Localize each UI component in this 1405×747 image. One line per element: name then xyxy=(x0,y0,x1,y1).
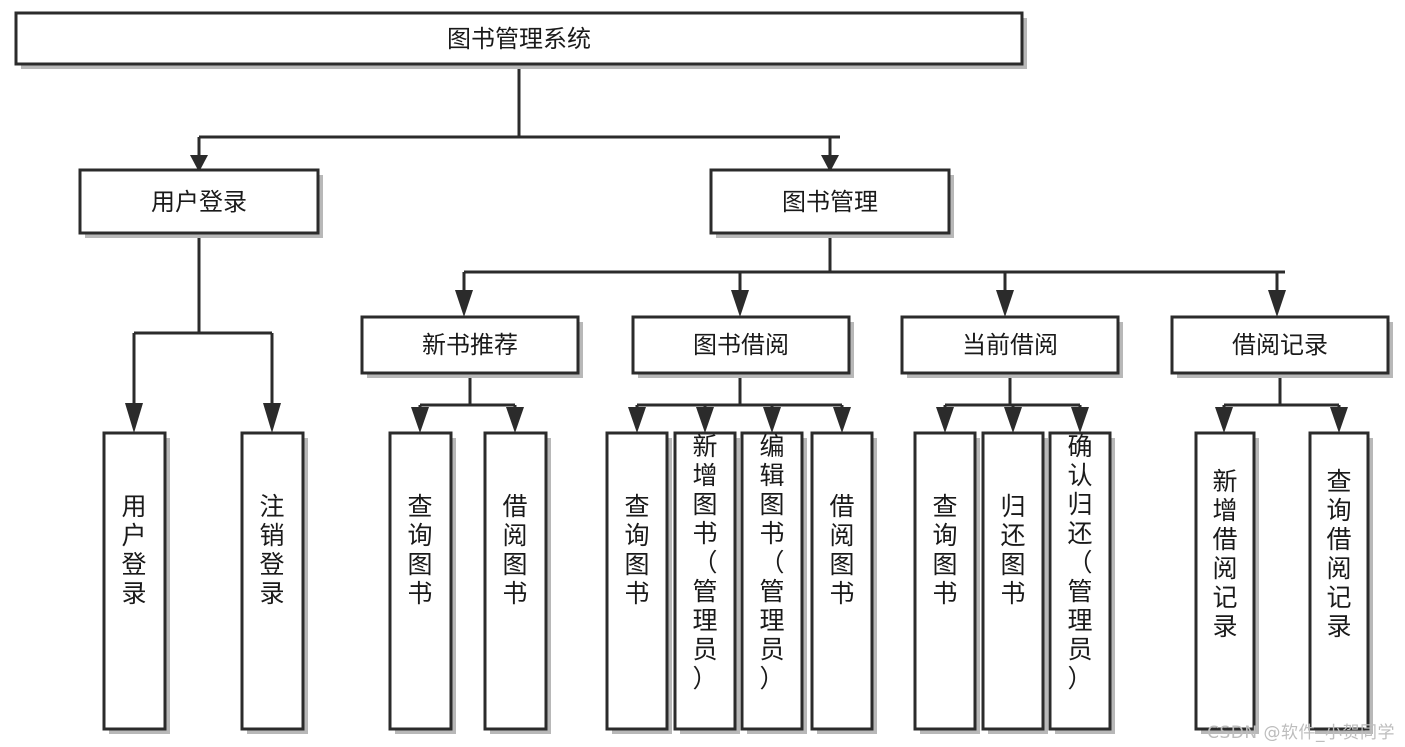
arrow-to-leaf-query-book-3 xyxy=(936,407,954,433)
arrow-root-to-user-login xyxy=(190,155,208,172)
node-leaf-borrow-book-1[interactable]: 借阅图书 xyxy=(483,431,551,734)
node-leaf-query-book-2-label: 查询图书 xyxy=(624,492,649,608)
arrow-to-leaf-query-book-1 xyxy=(411,407,429,433)
node-new-book-label: 新书推荐 xyxy=(422,331,518,359)
node-leaf-borrow-book-2-box xyxy=(810,431,874,731)
arrow-to-leaf-borrow-book-2 xyxy=(833,407,851,433)
node-leaf-query-record-label: 查询借阅记录 xyxy=(1326,467,1351,641)
arrow-to-leaf-logout xyxy=(263,403,281,433)
arrow-to-borrow xyxy=(731,290,749,317)
node-leaf-query-book-2[interactable]: 查询图书 xyxy=(605,431,672,734)
node-leaf-query-book-2-box xyxy=(605,431,669,731)
node-leaf-user-login[interactable]: 用户登录 xyxy=(102,431,170,734)
node-leaf-query-book-1[interactable]: 查询图书 xyxy=(388,431,456,734)
node-borrow-label: 图书借阅 xyxy=(693,331,789,359)
arrow-to-leaf-edit-book xyxy=(763,407,781,433)
node-leaf-add-book[interactable]: 新增图书（管理员） xyxy=(673,431,740,734)
node-leaf-edit-book-box xyxy=(740,431,804,731)
node-leaf-borrow-book-2-label: 借阅图书 xyxy=(829,492,854,608)
node-leaf-confirm-return-label: 确认归还（管理员） xyxy=(1067,432,1092,693)
node-root-label: 图书管理系统 xyxy=(447,25,591,53)
node-leaf-logout-label: 注销登录 xyxy=(259,492,284,608)
node-book-manage-label: 图书管理 xyxy=(782,188,878,216)
node-leaf-add-record-label: 新增借阅记录 xyxy=(1212,467,1237,641)
node-leaf-borrow-book-2[interactable]: 借阅图书 xyxy=(810,431,877,734)
node-leaf-query-record-box xyxy=(1308,431,1370,731)
arrow-to-leaf-add-book xyxy=(696,407,714,433)
node-leaf-user-login-label: 用户登录 xyxy=(121,492,146,608)
arrow-to-records xyxy=(1268,290,1286,317)
node-borrow[interactable]: 图书借阅 xyxy=(631,315,854,378)
node-current-borrow-box xyxy=(900,315,1120,375)
node-leaf-edit-book-label: 编辑图书（管理员） xyxy=(759,432,784,693)
node-leaf-borrow-book-1-label: 借阅图书 xyxy=(502,492,527,608)
node-leaf-return-book-label: 归还图书 xyxy=(1000,492,1025,608)
csdn-watermark: CSDN @软件_小贺同学 xyxy=(1207,723,1395,743)
arrow-to-leaf-borrow-book-1 xyxy=(506,407,524,433)
node-book-manage[interactable]: 图书管理 xyxy=(709,168,954,238)
arrow-to-leaf-query-book-2 xyxy=(628,407,646,433)
node-leaf-logout[interactable]: 注销登录 xyxy=(240,431,308,734)
node-user-login-label: 用户登录 xyxy=(151,188,247,216)
node-leaf-query-book-3[interactable]: 查询图书 xyxy=(913,431,980,734)
node-current-borrow-label: 当前借阅 xyxy=(962,331,1058,359)
node-user-login-box xyxy=(78,168,320,235)
node-current-borrow[interactable]: 当前借阅 xyxy=(900,315,1123,378)
node-borrow-records-box xyxy=(1170,315,1390,375)
node-leaf-add-book-label: 新增图书（管理员） xyxy=(692,432,717,693)
node-book-manage-box xyxy=(709,168,951,235)
node-leaf-user-login-box xyxy=(102,431,167,731)
node-user-login[interactable]: 用户登录 xyxy=(78,168,323,238)
arrow-root-to-book-manage xyxy=(821,155,839,172)
node-borrow-records[interactable]: 借阅记录 xyxy=(1170,315,1393,378)
node-leaf-add-record[interactable]: 新增借阅记录 xyxy=(1194,431,1259,734)
arrow-to-leaf-confirm-return xyxy=(1071,407,1089,433)
node-leaf-query-book-1-label: 查询图书 xyxy=(407,492,432,608)
arrow-to-leaf-add-record xyxy=(1215,407,1233,433)
node-new-book[interactable]: 新书推荐 xyxy=(360,315,583,378)
arrow-to-leaf-query-record xyxy=(1330,407,1348,433)
node-new-book-box xyxy=(360,315,580,375)
node-leaf-add-book-box xyxy=(673,431,737,731)
node-borrow-records-label: 借阅记录 xyxy=(1232,331,1328,359)
node-root-box xyxy=(14,11,1024,66)
arrow-to-leaf-return-book xyxy=(1004,407,1022,433)
node-leaf-return-book-box xyxy=(981,431,1045,731)
node-leaf-return-book[interactable]: 归还图书 xyxy=(981,431,1048,734)
node-leaf-logout-box xyxy=(240,431,305,731)
node-leaf-query-book-3-label: 查询图书 xyxy=(932,492,957,608)
arrow-to-current xyxy=(996,290,1014,317)
node-leaf-confirm-return-box xyxy=(1048,431,1112,731)
arrow-to-new-book xyxy=(455,290,473,317)
node-leaf-query-record[interactable]: 查询借阅记录 xyxy=(1308,431,1373,734)
arrow-to-leaf-user-login xyxy=(125,403,143,433)
node-leaf-query-book-1-box xyxy=(388,431,453,731)
node-root[interactable]: 图书管理系统 xyxy=(14,11,1027,69)
node-borrow-box xyxy=(631,315,851,375)
connector-layer xyxy=(125,64,1348,433)
node-leaf-borrow-book-1-box xyxy=(483,431,548,731)
node-leaf-confirm-return[interactable]: 确认归还（管理员） xyxy=(1048,431,1115,734)
node-leaf-edit-book[interactable]: 编辑图书（管理员） xyxy=(740,431,807,734)
node-leaf-add-record-box xyxy=(1194,431,1256,731)
node-leaf-query-book-3-box xyxy=(913,431,977,731)
